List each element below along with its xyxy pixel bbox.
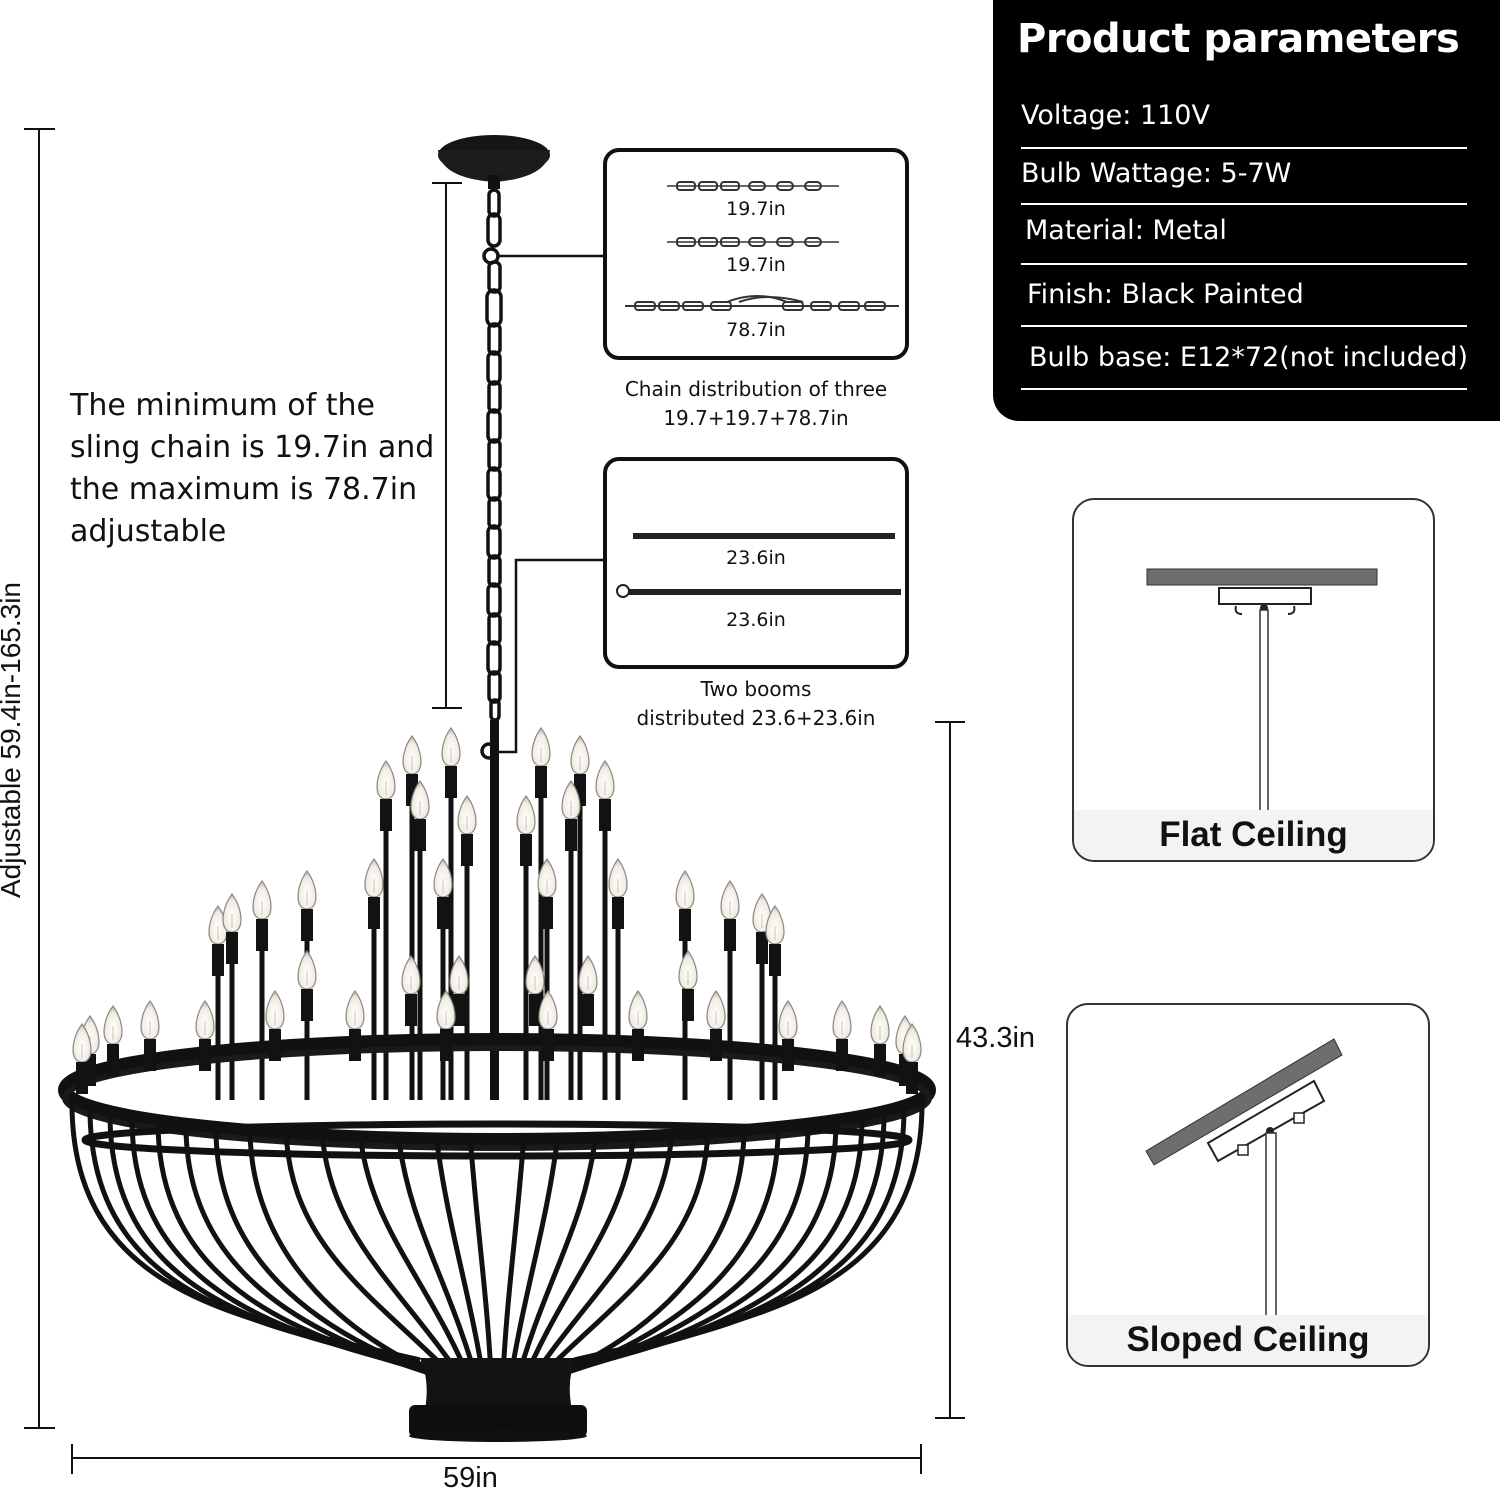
param-finish: Finish: Black Painted	[1027, 279, 1304, 310]
booms-caption-line1: Two booms	[700, 677, 812, 701]
ceiling-canopy	[438, 135, 550, 189]
booms-caption-line2: distributed 23.6+23.6in	[636, 706, 876, 730]
param-divider	[1021, 147, 1467, 149]
boom-length-1: 23.6in	[726, 547, 786, 569]
param-voltage: Voltage: 110V	[1021, 100, 1210, 131]
chain-adjustment-note: The minimum of the sling chain is 19.7in…	[70, 388, 435, 549]
chain-length-1: 19.7in	[726, 198, 786, 220]
dimension-lines	[24, 128, 965, 1474]
cage-ribs	[69, 1099, 925, 1396]
param-divider	[1021, 325, 1467, 327]
chain-caption-line1: Chain distribution of three	[624, 377, 888, 401]
upper-ring	[58, 1033, 936, 1151]
sloped-ceiling-icon	[1145, 1038, 1343, 1322]
boom-rods-icon	[616, 533, 901, 598]
base-cup	[409, 1358, 587, 1442]
chain-segments-icon	[625, 181, 899, 311]
param-material: Material: Metal	[1025, 215, 1227, 246]
body-height-label: 43.3in	[956, 1022, 1036, 1054]
flat-ceiling-card: Flat Ceiling	[1072, 498, 1435, 862]
product-parameters-panel: Product parameters Voltage: 110V Bulb Wa…	[993, 0, 1500, 421]
param-divider	[1021, 263, 1467, 265]
boom-length-2: 23.6in	[726, 609, 786, 631]
center-stem	[490, 720, 499, 1100]
width-label: 59in	[443, 1462, 498, 1494]
chain-length-3: 78.7in	[726, 319, 786, 341]
chain-length-2: 19.7in	[726, 254, 786, 276]
param-bulb-wattage: Bulb Wattage: 5-7W	[1021, 158, 1292, 189]
sloped-ceiling-label: Sloped Ceiling	[1068, 1315, 1428, 1365]
booms-box: 23.6in 23.6in	[603, 457, 909, 669]
chain-distribution-box: 19.7in 19.7in 78.7in	[603, 148, 909, 360]
param-divider	[1021, 203, 1467, 205]
flat-ceiling-label: Flat Ceiling	[1074, 810, 1433, 860]
param-divider	[1021, 388, 1467, 390]
flat-ceiling-icon	[1146, 568, 1378, 817]
overall-height-label: Adjustable 59.4in-165.3in	[0, 582, 26, 899]
param-bulb-base: Bulb base: E12*72(not included)	[1029, 342, 1469, 373]
lower-ring	[81, 1120, 913, 1160]
sloped-ceiling-card: Sloped Ceiling	[1066, 1003, 1430, 1367]
booms-caption: Two booms distributed 23.6+23.6in	[603, 675, 909, 733]
chain-caption-line2: 19.7+19.7+78.7in	[663, 406, 849, 430]
chain-distribution-caption: Chain distribution of three 19.7+19.7+78…	[603, 375, 909, 433]
hanging-chain	[480, 188, 503, 760]
callout-connectors	[498, 254, 604, 754]
params-title: Product parameters	[1017, 16, 1460, 62]
